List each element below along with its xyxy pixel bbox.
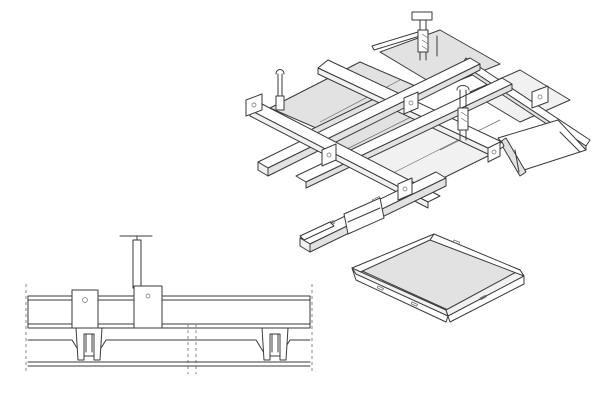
suspension-hanger-icon <box>456 85 470 141</box>
carrier-clip-icon <box>261 327 289 361</box>
suspension-hanger-icon <box>411 11 433 61</box>
suspension-hanger-icon <box>132 239 142 289</box>
spare-runner-strip <box>299 197 385 241</box>
section-view <box>25 235 313 374</box>
carrier-clip-icon <box>245 93 263 117</box>
carrier-clip-icon <box>403 91 419 115</box>
junction-clips <box>245 85 549 201</box>
suspension-hangers <box>275 11 470 141</box>
carrier-clip-icon <box>75 327 103 361</box>
carrier-channel-right <box>497 119 587 177</box>
carrier-clip-icon <box>321 143 337 167</box>
tray-panel-icon <box>351 233 525 323</box>
carrier-clip-icon <box>531 85 549 109</box>
carrier-clip-icon <box>487 141 501 163</box>
suspension-hanger-icon <box>275 69 285 111</box>
tray-panel <box>351 233 525 323</box>
isometric-grid-assembly <box>245 11 591 253</box>
carrier-clip-icon <box>397 177 413 201</box>
